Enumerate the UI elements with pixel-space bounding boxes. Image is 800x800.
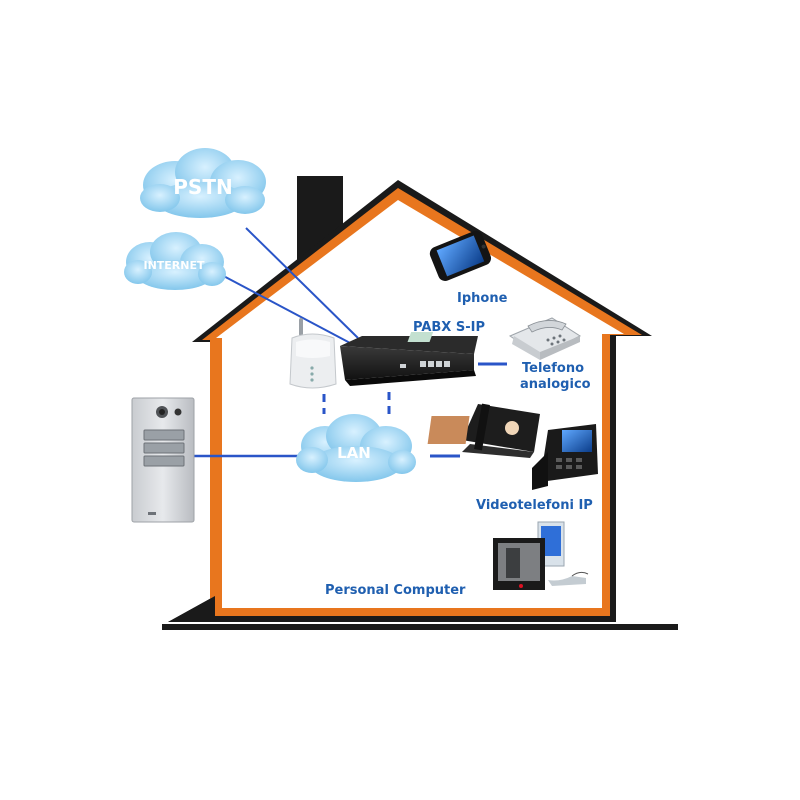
video-phone-1 — [427, 403, 540, 458]
telefono-label-line1: Telefono — [522, 361, 584, 376]
analog-phone — [407, 317, 582, 360]
internet-label: INTERNET — [143, 259, 205, 272]
videotelefoni-label: Videotelefoni IP — [476, 498, 593, 513]
intercom-button-3 — [143, 455, 185, 467]
link-pstn-pabx — [245, 227, 359, 339]
pc-label: Personal Computer — [325, 583, 466, 598]
lan-label: LAN — [337, 444, 371, 462]
telefono-label-line2: analogico — [520, 377, 591, 392]
video-phone-2 — [532, 424, 598, 490]
connections — [186, 227, 507, 458]
pstn-cloud: PSTN — [140, 148, 266, 218]
pstn-label: PSTN — [173, 175, 232, 199]
door-intercom — [131, 397, 195, 523]
iphone-device — [429, 230, 492, 281]
link-internet-pabx — [215, 271, 353, 345]
pabx-device — [340, 336, 478, 386]
iphone-label: Iphone — [457, 291, 508, 306]
lan-cloud: LAN — [296, 414, 416, 482]
pabx-label: PABX S-IP — [413, 320, 485, 335]
intercom-button-1 — [143, 429, 185, 441]
internet-cloud: INTERNET — [124, 232, 226, 290]
house-outline — [162, 176, 678, 630]
personal-computer — [493, 521, 589, 590]
house-interior — [216, 200, 624, 608]
wireless-gateway — [289, 318, 337, 389]
intercom-button-2 — [143, 442, 185, 454]
